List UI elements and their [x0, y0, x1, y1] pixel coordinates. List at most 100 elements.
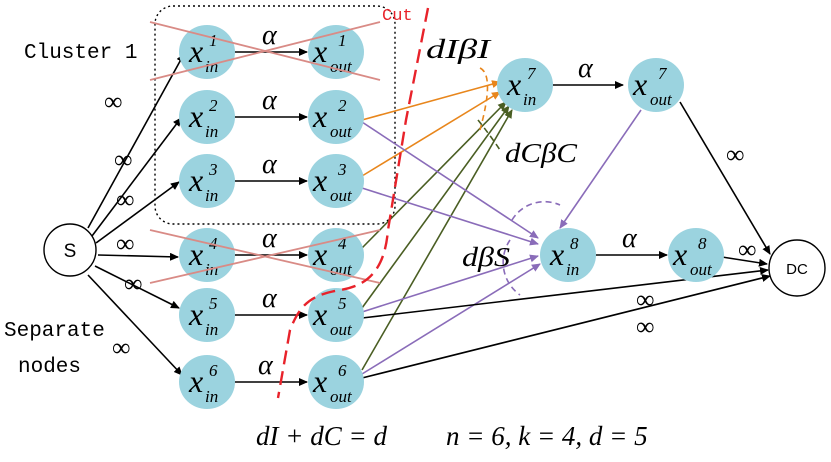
node-base: x — [549, 236, 564, 272]
inf-label: ∞ — [726, 140, 745, 169]
node-sup: 1 — [209, 31, 218, 50]
equation-right: n = 6, k = 4, d = 5 — [446, 421, 648, 451]
node-sup: 7 — [658, 64, 668, 83]
label-dC-betaC: dCβC — [505, 138, 578, 168]
node-base: x — [312, 33, 327, 69]
alpha-label: α — [262, 20, 278, 51]
edge-x5out-x8in — [361, 254, 539, 313]
node-base: x — [312, 162, 327, 198]
edge-x8out-dc — [721, 256, 768, 267]
node-sub: out — [330, 260, 353, 279]
node-x3out — [308, 154, 364, 208]
node-sup: 7 — [527, 64, 537, 83]
label-d-betaS: dβS — [462, 242, 511, 272]
olive-edges — [361, 101, 513, 371]
node-sub: in — [205, 186, 218, 205]
cluster-label: Cluster 1 — [24, 42, 137, 65]
node-sub: in — [205, 387, 218, 406]
edge-x2out-x7in — [361, 80, 501, 121]
node-base: x — [312, 98, 327, 134]
node-base: x — [672, 236, 687, 272]
node-sub: in — [205, 122, 218, 141]
inf-label: ∞ — [636, 312, 655, 341]
cluster-box — [154, 5, 396, 225]
alpha-label: α — [262, 149, 278, 180]
cross-out-row1-b — [149, 21, 381, 81]
node-base: x — [188, 162, 203, 198]
node-sup: 5 — [209, 294, 218, 313]
node-sup: 2 — [209, 96, 218, 115]
sink-label: DC — [786, 261, 808, 278]
node-x2in — [179, 90, 235, 144]
purple-edges — [361, 109, 642, 375]
math-dI-betaI: dIβI — [426, 34, 493, 64]
node-sup: 2 — [338, 96, 347, 115]
edge-x5out-x7in — [361, 105, 510, 309]
node-sub: out — [650, 90, 673, 109]
inf-label: ∞ — [114, 145, 133, 174]
node-sup: 3 — [208, 160, 218, 179]
node-x4out — [308, 228, 364, 282]
math-d-betaS: dβS — [462, 242, 511, 272]
edge-s-x5in — [94, 265, 180, 309]
edge-x7out-dc — [679, 101, 771, 255]
node-x5in — [179, 288, 235, 342]
node-sub: in — [205, 320, 218, 339]
edge-s-x6in — [87, 274, 183, 376]
node-x4in — [179, 228, 235, 282]
alpha-label: α — [262, 223, 278, 254]
orange-edges — [361, 80, 501, 177]
node-circles — [179, 25, 724, 409]
edge-s-x1in — [87, 53, 185, 229]
node-base: x — [506, 66, 521, 102]
edge-s-x4in — [97, 252, 179, 261]
node-sub: out — [330, 122, 353, 141]
alpha-label: α — [262, 85, 278, 116]
inf-label: ∞ — [124, 269, 143, 298]
inf-label: ∞ — [116, 229, 135, 258]
cut-line — [276, 7, 430, 399]
cross-out-marks — [149, 21, 381, 284]
node-sup: 4 — [209, 234, 218, 253]
inf-label: ∞ — [112, 333, 131, 362]
edge-s-x3in — [95, 181, 180, 244]
purple-arc-left — [502, 239, 521, 296]
node-base: x — [188, 98, 203, 134]
inf-label: ∞ — [104, 87, 123, 116]
node-sub: out — [330, 387, 353, 406]
node-sup: 3 — [337, 160, 347, 179]
alpha-label: α — [258, 350, 274, 381]
node-sup: 4 — [338, 234, 347, 253]
node-x1in — [179, 25, 235, 79]
node-sup: 6 — [209, 361, 218, 380]
node-sub: in — [566, 260, 579, 279]
node-base: x — [632, 66, 647, 102]
node-sub: in — [205, 57, 218, 76]
label-dI-betaI: dIβI — [426, 34, 493, 64]
separate-nodes-label-line2: nodes — [18, 356, 81, 379]
source-edges — [87, 53, 185, 376]
node-x7out — [628, 58, 684, 112]
alpha-label: α — [622, 223, 638, 254]
node-sup: 8 — [698, 234, 707, 253]
edge-x2out-x8in — [361, 121, 539, 239]
node-base: x — [188, 236, 203, 272]
math-dC-betaC: dCβC — [505, 138, 578, 168]
edge-x6out-dc — [361, 274, 771, 379]
node-base: x — [188, 363, 203, 399]
purple-arc-top — [511, 200, 561, 221]
node-x8in — [540, 228, 596, 282]
